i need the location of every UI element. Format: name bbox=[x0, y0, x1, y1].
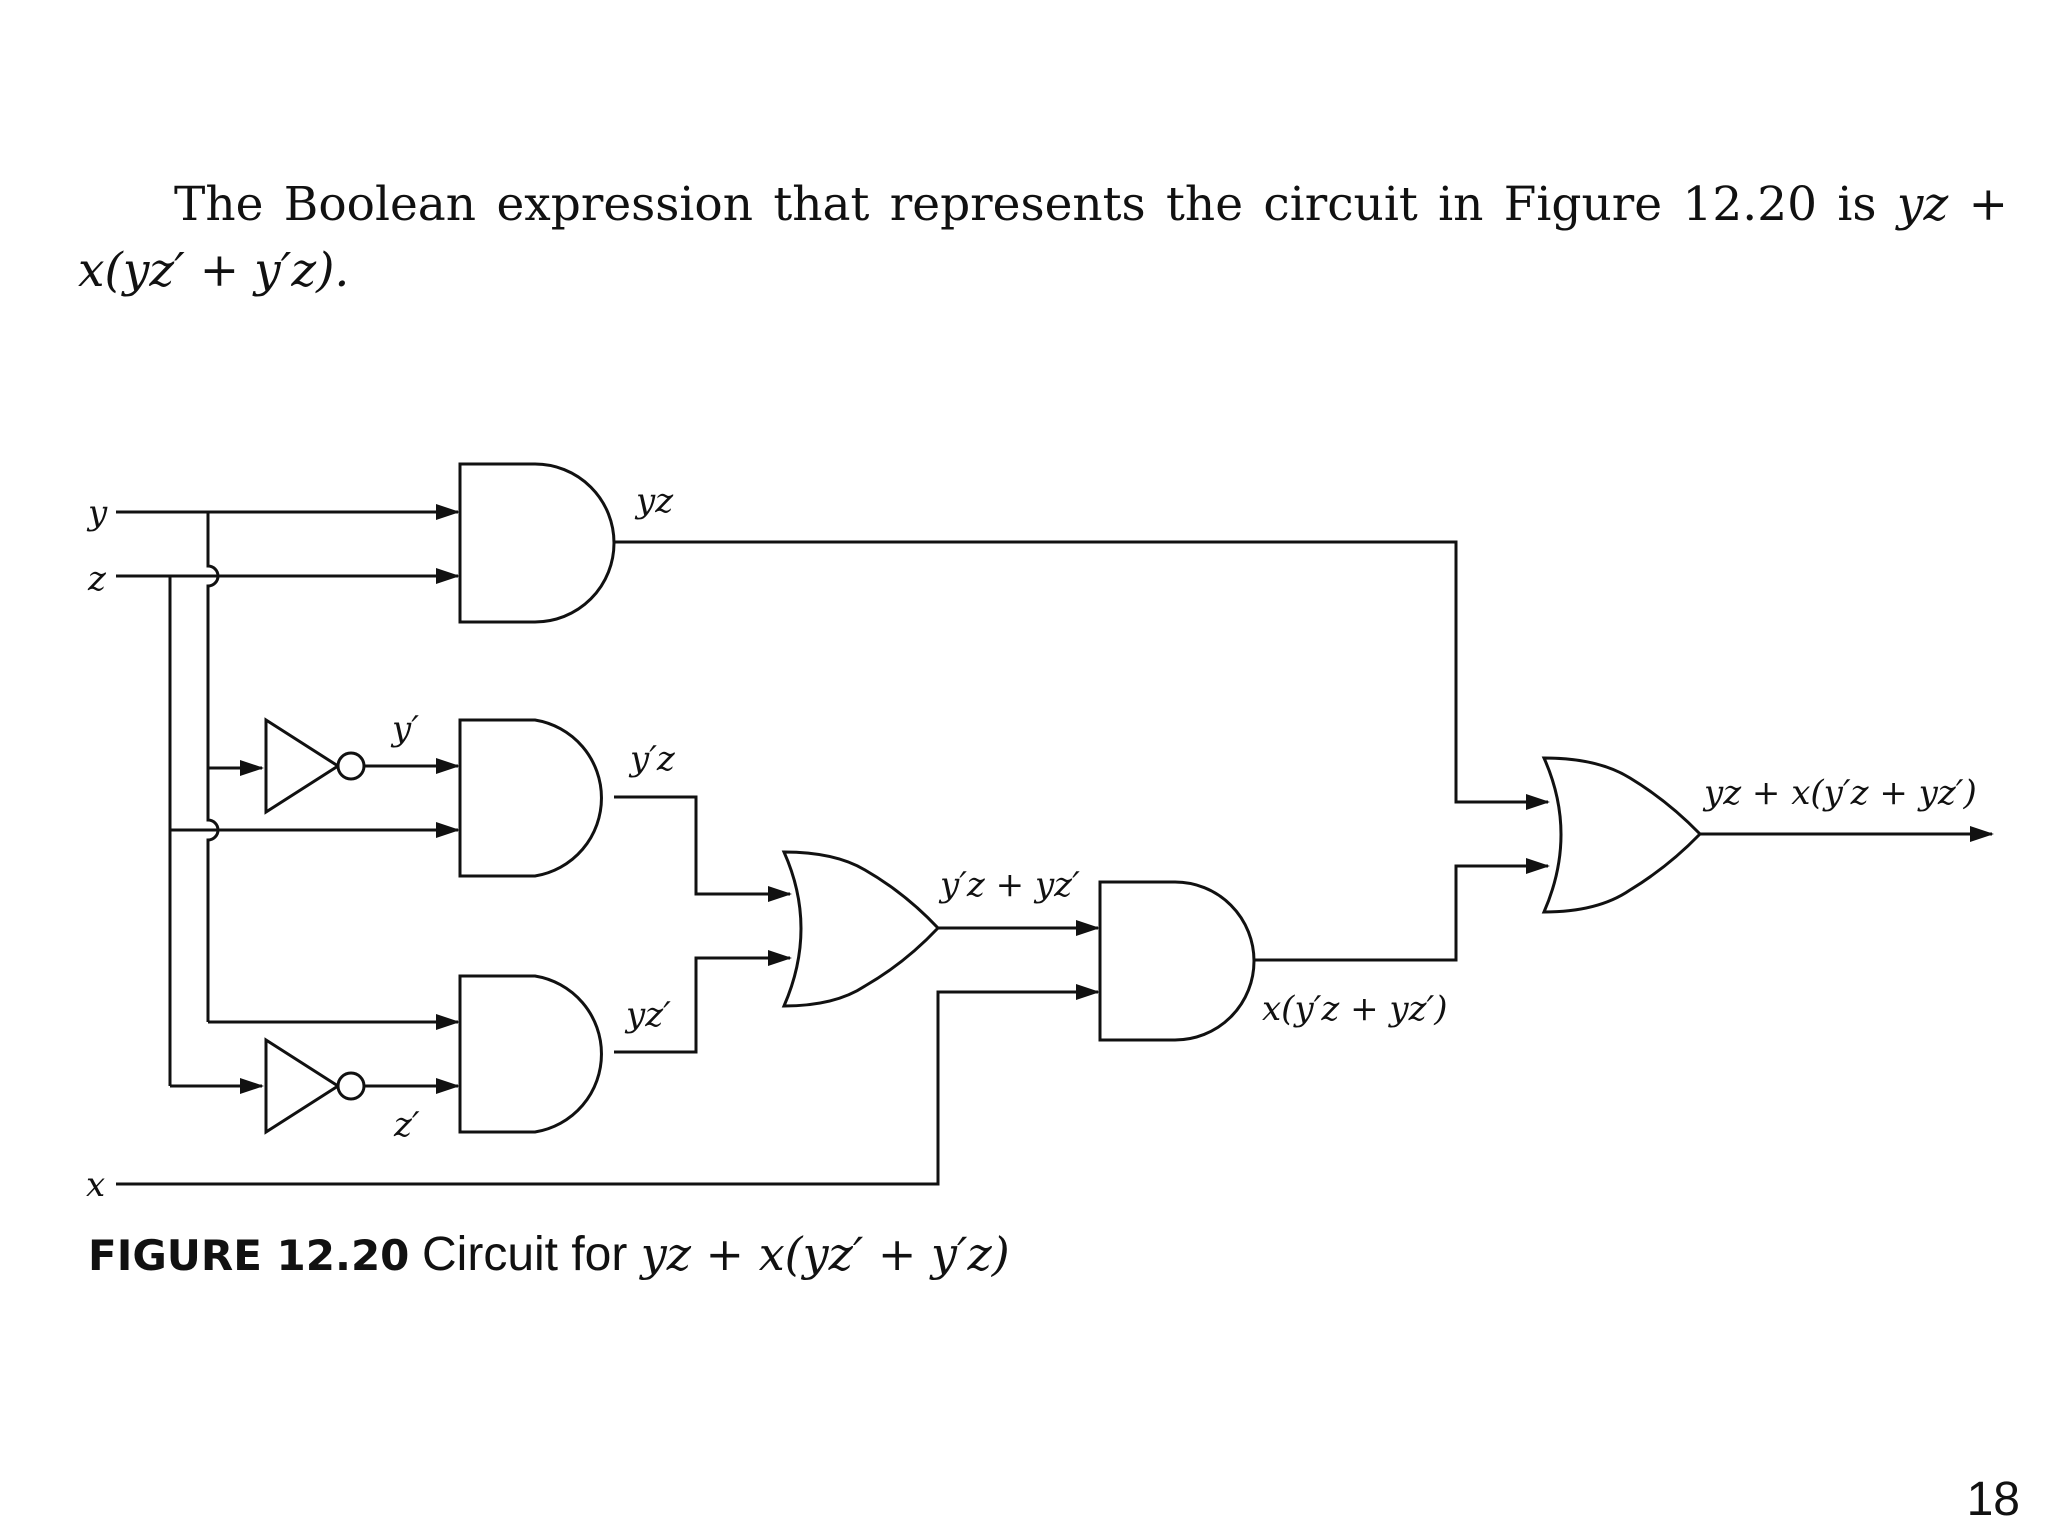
figure-caption-expr: yz + x(yz′ + y′z) bbox=[639, 1227, 1010, 1281]
and-gate-2 bbox=[458, 718, 603, 878]
or-gate-2 bbox=[1541, 756, 1703, 914]
intro-expr-part2: x(yz′ + y′z). bbox=[78, 243, 350, 298]
figure-caption: Circuit for yz + x(yz′ + y′z) bbox=[422, 1227, 1010, 1281]
label-or1-out: y′z + yz′ bbox=[938, 865, 1080, 905]
label-not2-out: z′ bbox=[393, 1105, 420, 1145]
input-label-y: y bbox=[86, 493, 108, 533]
intro-paragraph: The Boolean expression that represents t… bbox=[78, 172, 2008, 304]
input-label-z: z bbox=[87, 559, 107, 599]
intro-expr-part1: yz + bbox=[1896, 177, 2008, 232]
not-gate-1 bbox=[264, 717, 341, 815]
and-gate-4 bbox=[1098, 880, 1256, 1042]
label-and3-out: yz′ bbox=[624, 995, 671, 1035]
wire-and2-to-or1 bbox=[614, 795, 792, 902]
not-gate-2 bbox=[264, 1037, 341, 1135]
figure-number: FIGURE 12.20 bbox=[88, 1231, 409, 1280]
wire-and3-to-or1 bbox=[614, 950, 792, 1054]
and-gate-3 bbox=[458, 974, 603, 1134]
label-and1-out: yz bbox=[634, 481, 674, 521]
and-gate-1 bbox=[458, 462, 616, 624]
figure-caption-text: Circuit for bbox=[422, 1228, 641, 1281]
not-gate-2-bubble bbox=[336, 1071, 366, 1101]
label-and4-out: x(y′z + yz′) bbox=[1262, 989, 1448, 1029]
label-and2-out: y′z bbox=[628, 739, 676, 779]
intro-line-1: The Boolean expression that represents t… bbox=[78, 172, 2008, 238]
wire-and4-to-or2 bbox=[1254, 858, 1550, 962]
intro-line-2: x(yz′ + y′z). bbox=[78, 238, 2008, 304]
input-label-x: x bbox=[86, 1165, 105, 1205]
wire-x-to-and4 bbox=[116, 984, 1100, 1186]
wire-and1-to-or2 bbox=[614, 540, 1550, 810]
label-or2-out: yz + x(y′z + yz′) bbox=[1702, 773, 1977, 813]
intro-text: The Boolean expression that represents t… bbox=[174, 177, 1897, 232]
not-gate-1-bubble bbox=[336, 751, 366, 781]
or-gate-1 bbox=[781, 850, 941, 1008]
wire-y-bus bbox=[206, 512, 220, 1022]
label-not1-out: y′ bbox=[390, 709, 419, 749]
page-number: 18 bbox=[1966, 1473, 2020, 1526]
